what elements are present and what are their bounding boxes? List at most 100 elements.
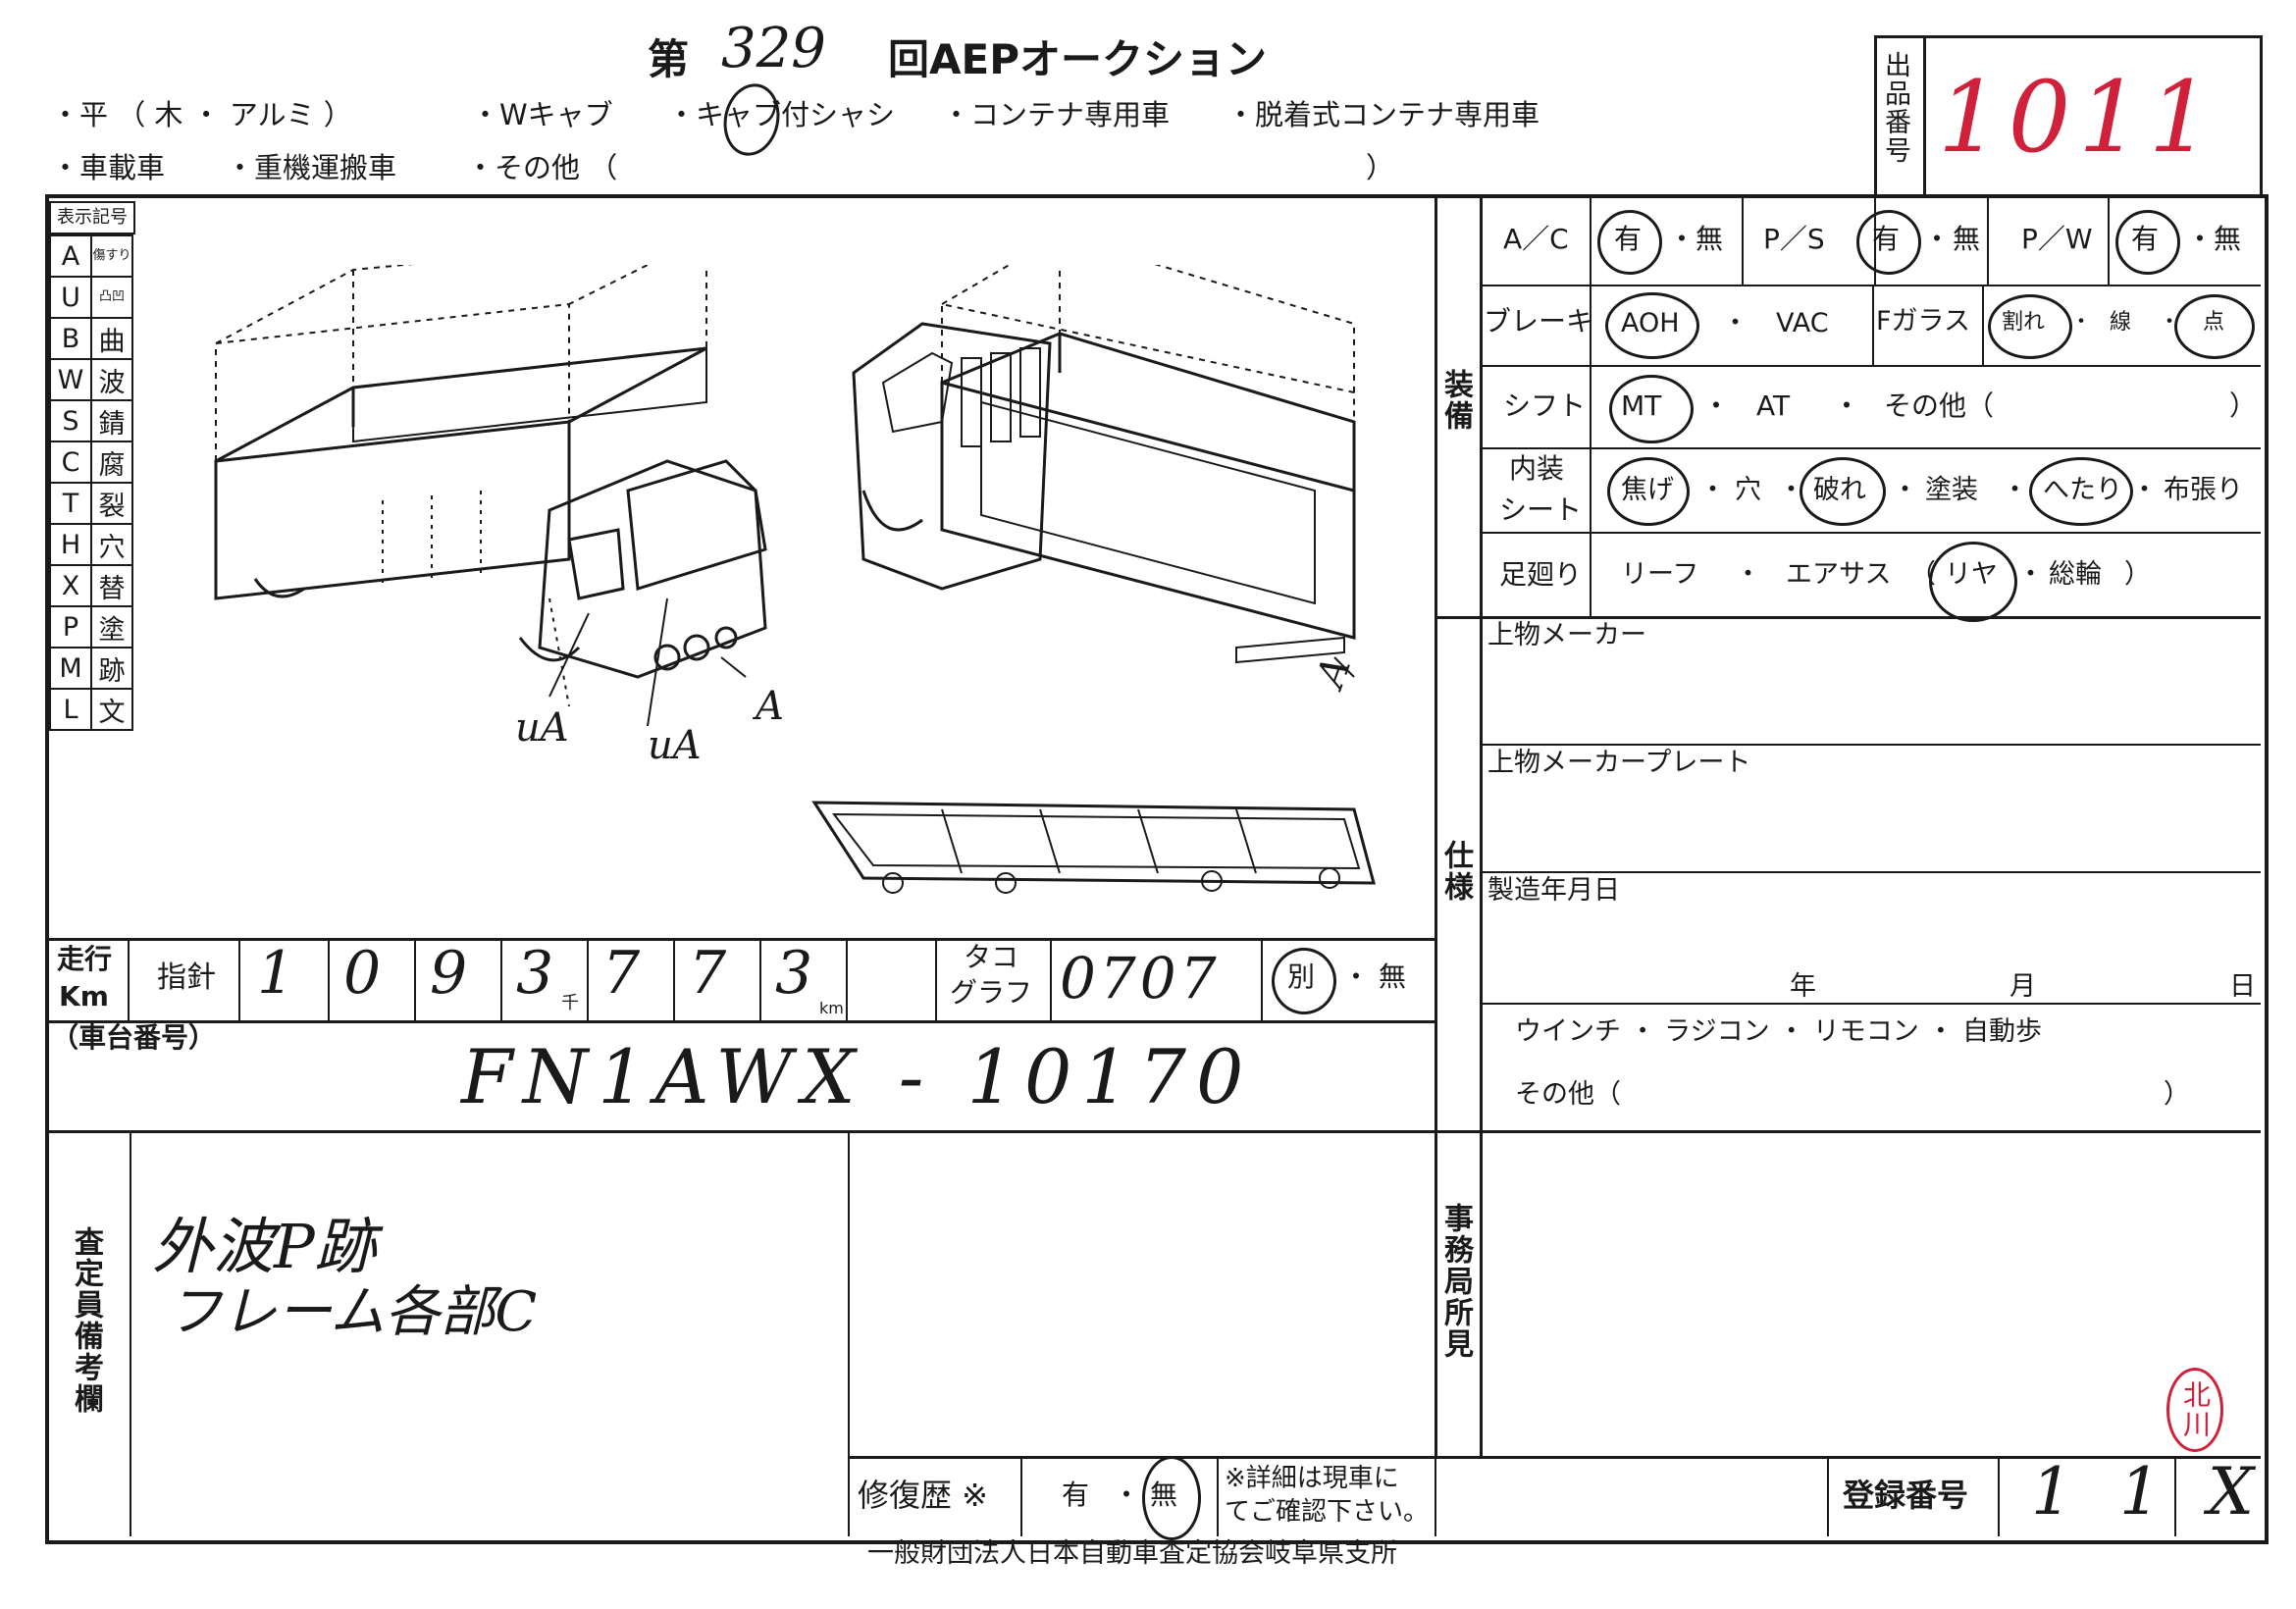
suspension-all: 総輪 [2049,559,2102,590]
legend-code: S [49,399,92,442]
odometer-digit: 7 [602,939,641,1008]
ac-dot: ・ [1668,223,1696,255]
pw-yes-circle [2115,210,2180,275]
chassis-frame-drawing [811,801,1376,894]
damage-mark-2: uA [648,723,702,768]
odometer-digit: 7 [689,939,727,1008]
body-type-other-close: ） [1366,151,1395,184]
odometer-digit: 9 [430,939,468,1008]
issuer-footer: 一般財団法人日本自動車査定協会岐阜県支所 [867,1538,1397,1569]
body-type-detachable: ・脱着式コンテナ専用車 [1226,98,1540,131]
ps-yes-circle [1856,210,1921,275]
interior-cloth: 布張り [2164,475,2243,505]
lot-number-label: 出品番号 [1880,51,1910,165]
legend-code: X [49,564,92,607]
seat-label: シート [1499,493,1583,526]
ps-dot: ・ [1923,223,1952,255]
fglass-dot1: ・ [2070,310,2093,335]
legend-meaning: 腐 [90,441,133,484]
tacho-none: 無 [1379,960,1407,993]
interior-dot1: ・ [1699,475,1726,505]
tacho-value: 0707 [1060,945,1221,1012]
chassis-number: FN1AWX - 10170 [461,1033,1254,1120]
interior-paint: 塗装 [1925,475,1978,505]
suspension-rear-circle [1929,542,2017,622]
body-type-container: ・コンテナ専用車 [942,98,1171,131]
suspension-paren-close: ） [2124,559,2151,590]
body-type-cab-chassis: ・キャブ付シャシ [667,98,896,131]
legend-code: L [49,688,92,731]
legend-meaning: 塗 [90,605,133,649]
fglass-label: Fガラス [1876,306,1970,337]
spec-other: その他（ [1515,1079,1621,1110]
interior-dot3: ・ [1892,475,1918,505]
odometer-divider [846,938,848,1020]
odometer-divider [414,938,416,1020]
legend-meaning: 穴 [90,523,133,566]
tacho-separate-circle [1272,948,1336,1014]
mileage-label: 走行 [57,943,113,975]
spec-extras: ウインチ ・ ラジコン ・ リモコン ・ 自動歩 [1515,1016,2042,1047]
chassis-number-label: （車台番号） [51,1021,217,1054]
odometer-digit: 1 [257,939,295,1008]
inspector-stamp: 北川 [2166,1368,2223,1452]
tacho-label: タコ [964,941,1019,973]
legend-meaning: 錆 [90,399,133,442]
title-prefix: 第 [648,35,690,83]
pw-label: P／W [2021,223,2093,255]
legend-code: T [49,482,92,525]
legend-code: A [49,234,92,278]
legend-code: B [49,317,92,360]
thousand-unit: 千 [561,993,579,1013]
registration-number: 11X [2031,1454,2296,1530]
legend-meaning: 裂 [90,482,133,525]
sheet-frame [45,194,2269,1544]
shift-label: シフト [1503,389,1587,422]
repair-dot: ・ [1113,1479,1141,1511]
odometer-divider [587,938,589,1020]
shift-mt-circle [1609,375,1694,443]
inspector-remark-2: フレーム各部C [167,1280,538,1344]
odometer-digit: 0 [343,939,382,1008]
manufactured-month: 月 [2009,971,2036,1002]
fglass-crack-circle [1988,294,2072,359]
odometer-divider [673,938,675,1020]
spec-other-close: ） [2164,1079,2190,1110]
manufactured-label: 製造年月日 [1487,875,1620,906]
repair-note-1: ※詳細は現車に [1225,1464,1399,1493]
legend-code: M [49,647,92,690]
interior-tear-circle [1800,457,1886,526]
legend-code: C [49,441,92,484]
body-type-heavy: ・重機運搬車 [226,151,397,184]
tacho-dot: ・ [1342,960,1371,993]
pw-no: 無 [2214,223,2242,255]
repair-no-circle [1142,1456,1201,1540]
legend-meaning: 替 [90,564,133,607]
registration-label: 登録番号 [1843,1477,1969,1514]
inspector-remark-1: 外波P跡 [152,1211,376,1282]
suspension-leaf: リーフ [1621,559,1699,590]
brake-vac: VAC [1776,308,1829,338]
ps-label: P／S [1763,223,1825,255]
needle-label: 指針 [157,960,216,995]
legend-meaning: 文 [90,688,133,731]
shift-dot2: ・ [1833,389,1861,422]
body-type-wcab: ・Wキャブ [471,98,613,131]
mileage-unit-label: Km [59,980,109,1012]
suspension-label: 足廻り [1499,558,1583,591]
odometer-divider [328,938,330,1020]
km-unit: km [819,999,844,1017]
shift-other-close: ） [2229,389,2258,422]
manufactured-year: 年 [1790,971,1816,1002]
suspension-dot2: ・ [2017,559,2044,590]
lot-number: 1011 [1938,60,2219,175]
odometer-digit: 3 [516,939,554,1008]
ac-label: A／C [1503,223,1569,255]
